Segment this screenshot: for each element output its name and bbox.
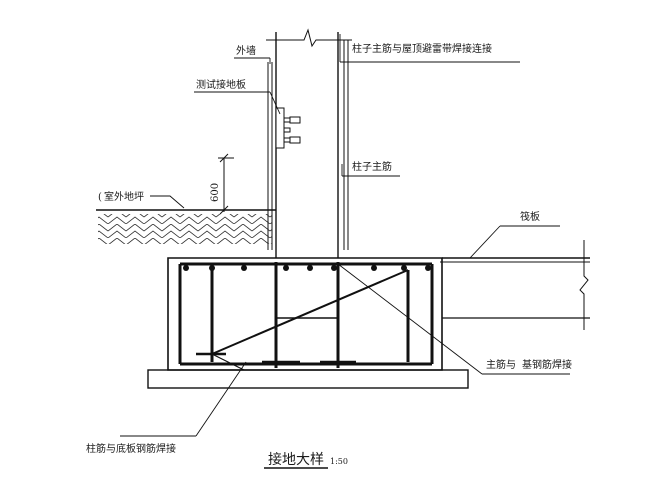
label-column-main-bar: 柱子主筋	[352, 160, 392, 173]
label-raft-slab: 筏板	[520, 210, 540, 223]
leader-column-bar-slab	[195, 361, 247, 437]
soil-hatch	[98, 214, 272, 244]
label-outdoor-ground-open: (	[98, 192, 102, 203]
dimension-600: 600	[210, 153, 234, 215]
foundation	[147, 240, 590, 389]
ground	[96, 209, 276, 244]
label-main-bar-weld: 主筋与	[486, 358, 516, 371]
label-foundation-rebar-weld: 基钢筋焊接	[522, 358, 572, 371]
title-scale: 1:50	[330, 457, 348, 466]
exterior-wall	[267, 40, 349, 250]
leader-lines	[120, 34, 570, 437]
label-column-bar-slab: 柱筋与底板钢筋焊接	[86, 442, 176, 455]
raft-break-line	[579, 240, 589, 330]
labels: 外墙 柱子主筋与屋顶避雷带焊接连接 测试接地板 柱子主筋 ( 室外地坪 筏板 主…	[86, 42, 572, 455]
drawing-title: 接地大样 1:50	[264, 451, 348, 469]
label-column-bar-roof: 柱子主筋与屋顶避雷带焊接连接	[352, 42, 492, 55]
label-outdoor-ground: 室外地坪	[104, 190, 144, 203]
leader-outdoor-ground	[150, 195, 185, 209]
rebar-cage	[178, 262, 434, 371]
dimension-value: 600	[210, 183, 221, 202]
rebar-dots	[183, 265, 431, 271]
title-text: 接地大样	[268, 451, 324, 468]
diagonal-grounding-bar	[211, 269, 409, 355]
test-grounding-plate	[275, 107, 301, 149]
blinding-layer	[147, 369, 469, 389]
leader-main-bar-weld	[337, 263, 483, 375]
column-break-line	[266, 28, 352, 48]
label-exterior-wall: 外墙	[236, 44, 256, 57]
label-test-plate: 测试接地板	[196, 78, 246, 91]
